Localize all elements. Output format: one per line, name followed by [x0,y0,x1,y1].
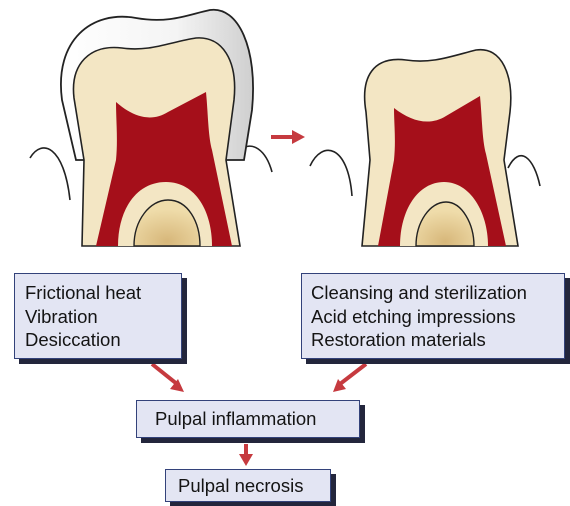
right-gum-line [310,150,352,196]
right-factor-item: Acid etching impressions [311,305,564,329]
right-gum-line-right [508,156,540,186]
red-arrow [271,130,305,144]
left-factor-item: Vibration [25,305,181,329]
right-factors-box: Cleansing and sterilization Acid etching… [301,273,565,359]
right-factor-item: Restoration materials [311,328,564,352]
pulpal-inflammation-box: Pulpal inflammation [136,400,360,438]
pulpal-necrosis-box: Pulpal necrosis [165,469,331,502]
tooth-with-enamel-icon [30,10,272,246]
pulpal-inflammation-label: Pulpal inflammation [155,407,359,431]
right-factor-item: Cleansing and sterilization [311,281,564,305]
left-factor-item: Frictional heat [25,281,181,305]
left-gum-line [30,148,70,200]
arrow-left-to-inflammation [152,364,184,392]
arrow-inflammation-to-necrosis [239,444,253,466]
left-factor-item: Desiccation [25,328,181,352]
prepared-tooth-icon [310,50,540,246]
arrow-right-to-inflammation [333,364,366,392]
left-factors-box: Frictional heat Vibration Desiccation [14,273,182,359]
pulpal-necrosis-label: Pulpal necrosis [178,474,330,498]
